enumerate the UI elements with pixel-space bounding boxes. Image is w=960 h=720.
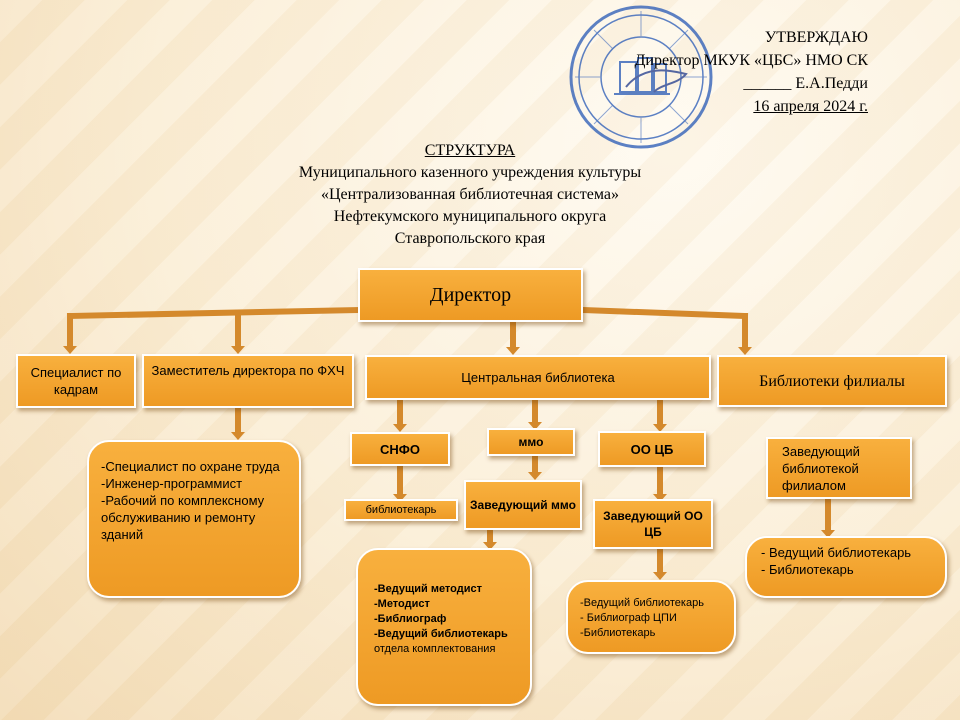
deputy-director-box: Заместитель директора по ФХЧ	[142, 354, 354, 408]
snfo-box: СНФО	[350, 432, 450, 466]
list-item: -Ведущий библиотекарь отдела комплектова…	[374, 627, 522, 657]
list-item-rest: отдела комплектования	[374, 643, 496, 655]
list-item: -Методист	[374, 598, 430, 610]
director-box: Директор	[358, 268, 583, 322]
branch-staff-list: - Ведущий библиотекарь - Библиотекарь	[761, 544, 911, 578]
list-item: -Рабочий по комплексному обслуживанию и …	[101, 493, 265, 542]
oocb-staff-box: -Ведущий библиотекарь - Библиограф ЦПИ -…	[566, 580, 736, 654]
snfo-librarian-label: библиотекарь	[365, 503, 437, 516]
approval-position: Директор МКУК «ЦБС» НМО СК	[634, 52, 868, 69]
list-item: - Библиограф ЦПИ	[580, 612, 677, 624]
oocb-head-label: Заведующий ОО ЦБ	[603, 509, 703, 539]
deputy-director-label: Заместитель директора по ФХЧ	[151, 363, 345, 378]
oocb-box: ОО ЦБ	[598, 431, 706, 467]
director-label: Директор	[429, 283, 512, 306]
list-item: -Специалист по охране труда	[101, 459, 280, 474]
list-item: - Библиотекарь	[761, 562, 854, 577]
approval-heading: УТВЕРЖДАЮ	[764, 29, 868, 46]
mmo-staff-list: -Ведущий методист -Методист -Библиограф …	[374, 582, 522, 657]
deputy-staff-list: -Специалист по охране труда -Инженер-про…	[101, 458, 289, 543]
branch-staff-box: - Ведущий библиотекарь - Библиотекарь	[745, 536, 947, 598]
title-line-3: Нефтекумского муниципального округа	[333, 208, 607, 225]
branch-libraries-box: Библиотеки филиалы	[717, 355, 947, 407]
branch-head-box: Заведующий библиотекой филиалом	[766, 437, 912, 499]
oocb-head-box: Заведующий ОО ЦБ	[593, 499, 713, 549]
approval-block: УТВЕРЖДАЮ Директор МКУК «ЦБС» НМО СК ___…	[635, 26, 868, 118]
oocb-label: ОО ЦБ	[630, 441, 674, 457]
central-library-box: Центральная библиотека	[365, 355, 711, 400]
list-item: -Библиотекарь	[580, 627, 656, 639]
list-item: -Ведущий методист	[374, 583, 482, 595]
branch-libraries-label: Библиотеки филиалы	[759, 372, 905, 390]
title-line-2: «Централизованная библиотечная система»	[321, 186, 619, 203]
hr-specialist-box: Специалист по кадрам	[16, 354, 136, 408]
mmo-staff-box: -Ведущий методист -Методист -Библиограф …	[356, 548, 532, 706]
hr-specialist-label: Специалист по кадрам	[30, 365, 122, 397]
snfo-label: СНФО	[380, 441, 420, 457]
approval-date: 16 апреля 2024 г.	[753, 98, 868, 115]
title-line-4: Ставропольского края	[394, 230, 546, 247]
list-item: -Ведущий библиотекарь	[580, 597, 704, 609]
mmo-head-box: Заведующий ммо	[464, 480, 582, 530]
snfo-librarian-box: библиотекарь	[344, 499, 458, 521]
list-item: -Библиограф	[374, 613, 447, 625]
mmo-label: ммо	[518, 434, 544, 449]
deputy-staff-box: -Специалист по охране труда -Инженер-про…	[87, 440, 301, 598]
title-line-1: Муниципального казенного учреждения куль…	[298, 164, 642, 181]
list-item: -Инженер-программист	[101, 476, 243, 491]
list-item: - Ведущий библиотекарь	[761, 545, 912, 560]
round-seal-stamp	[569, 5, 713, 149]
branch-head-label: Заведующий библиотекой филиалом	[782, 444, 860, 493]
mmo-box: ммо	[487, 428, 575, 456]
oocb-staff-list: -Ведущий библиотекарь - Библиограф ЦПИ -…	[580, 596, 704, 641]
approval-signature: ______ Е.А.Педди	[743, 75, 868, 92]
list-item-bold: -Ведущий библиотекарь	[374, 628, 508, 640]
document-title: СТРУКТУРА Муниципального казенного учреж…	[260, 140, 680, 250]
central-library-label: Центральная библиотека	[461, 370, 615, 385]
mmo-head-label: Заведующий ммо	[470, 498, 576, 512]
title-heading: СТРУКТУРА	[424, 142, 516, 159]
